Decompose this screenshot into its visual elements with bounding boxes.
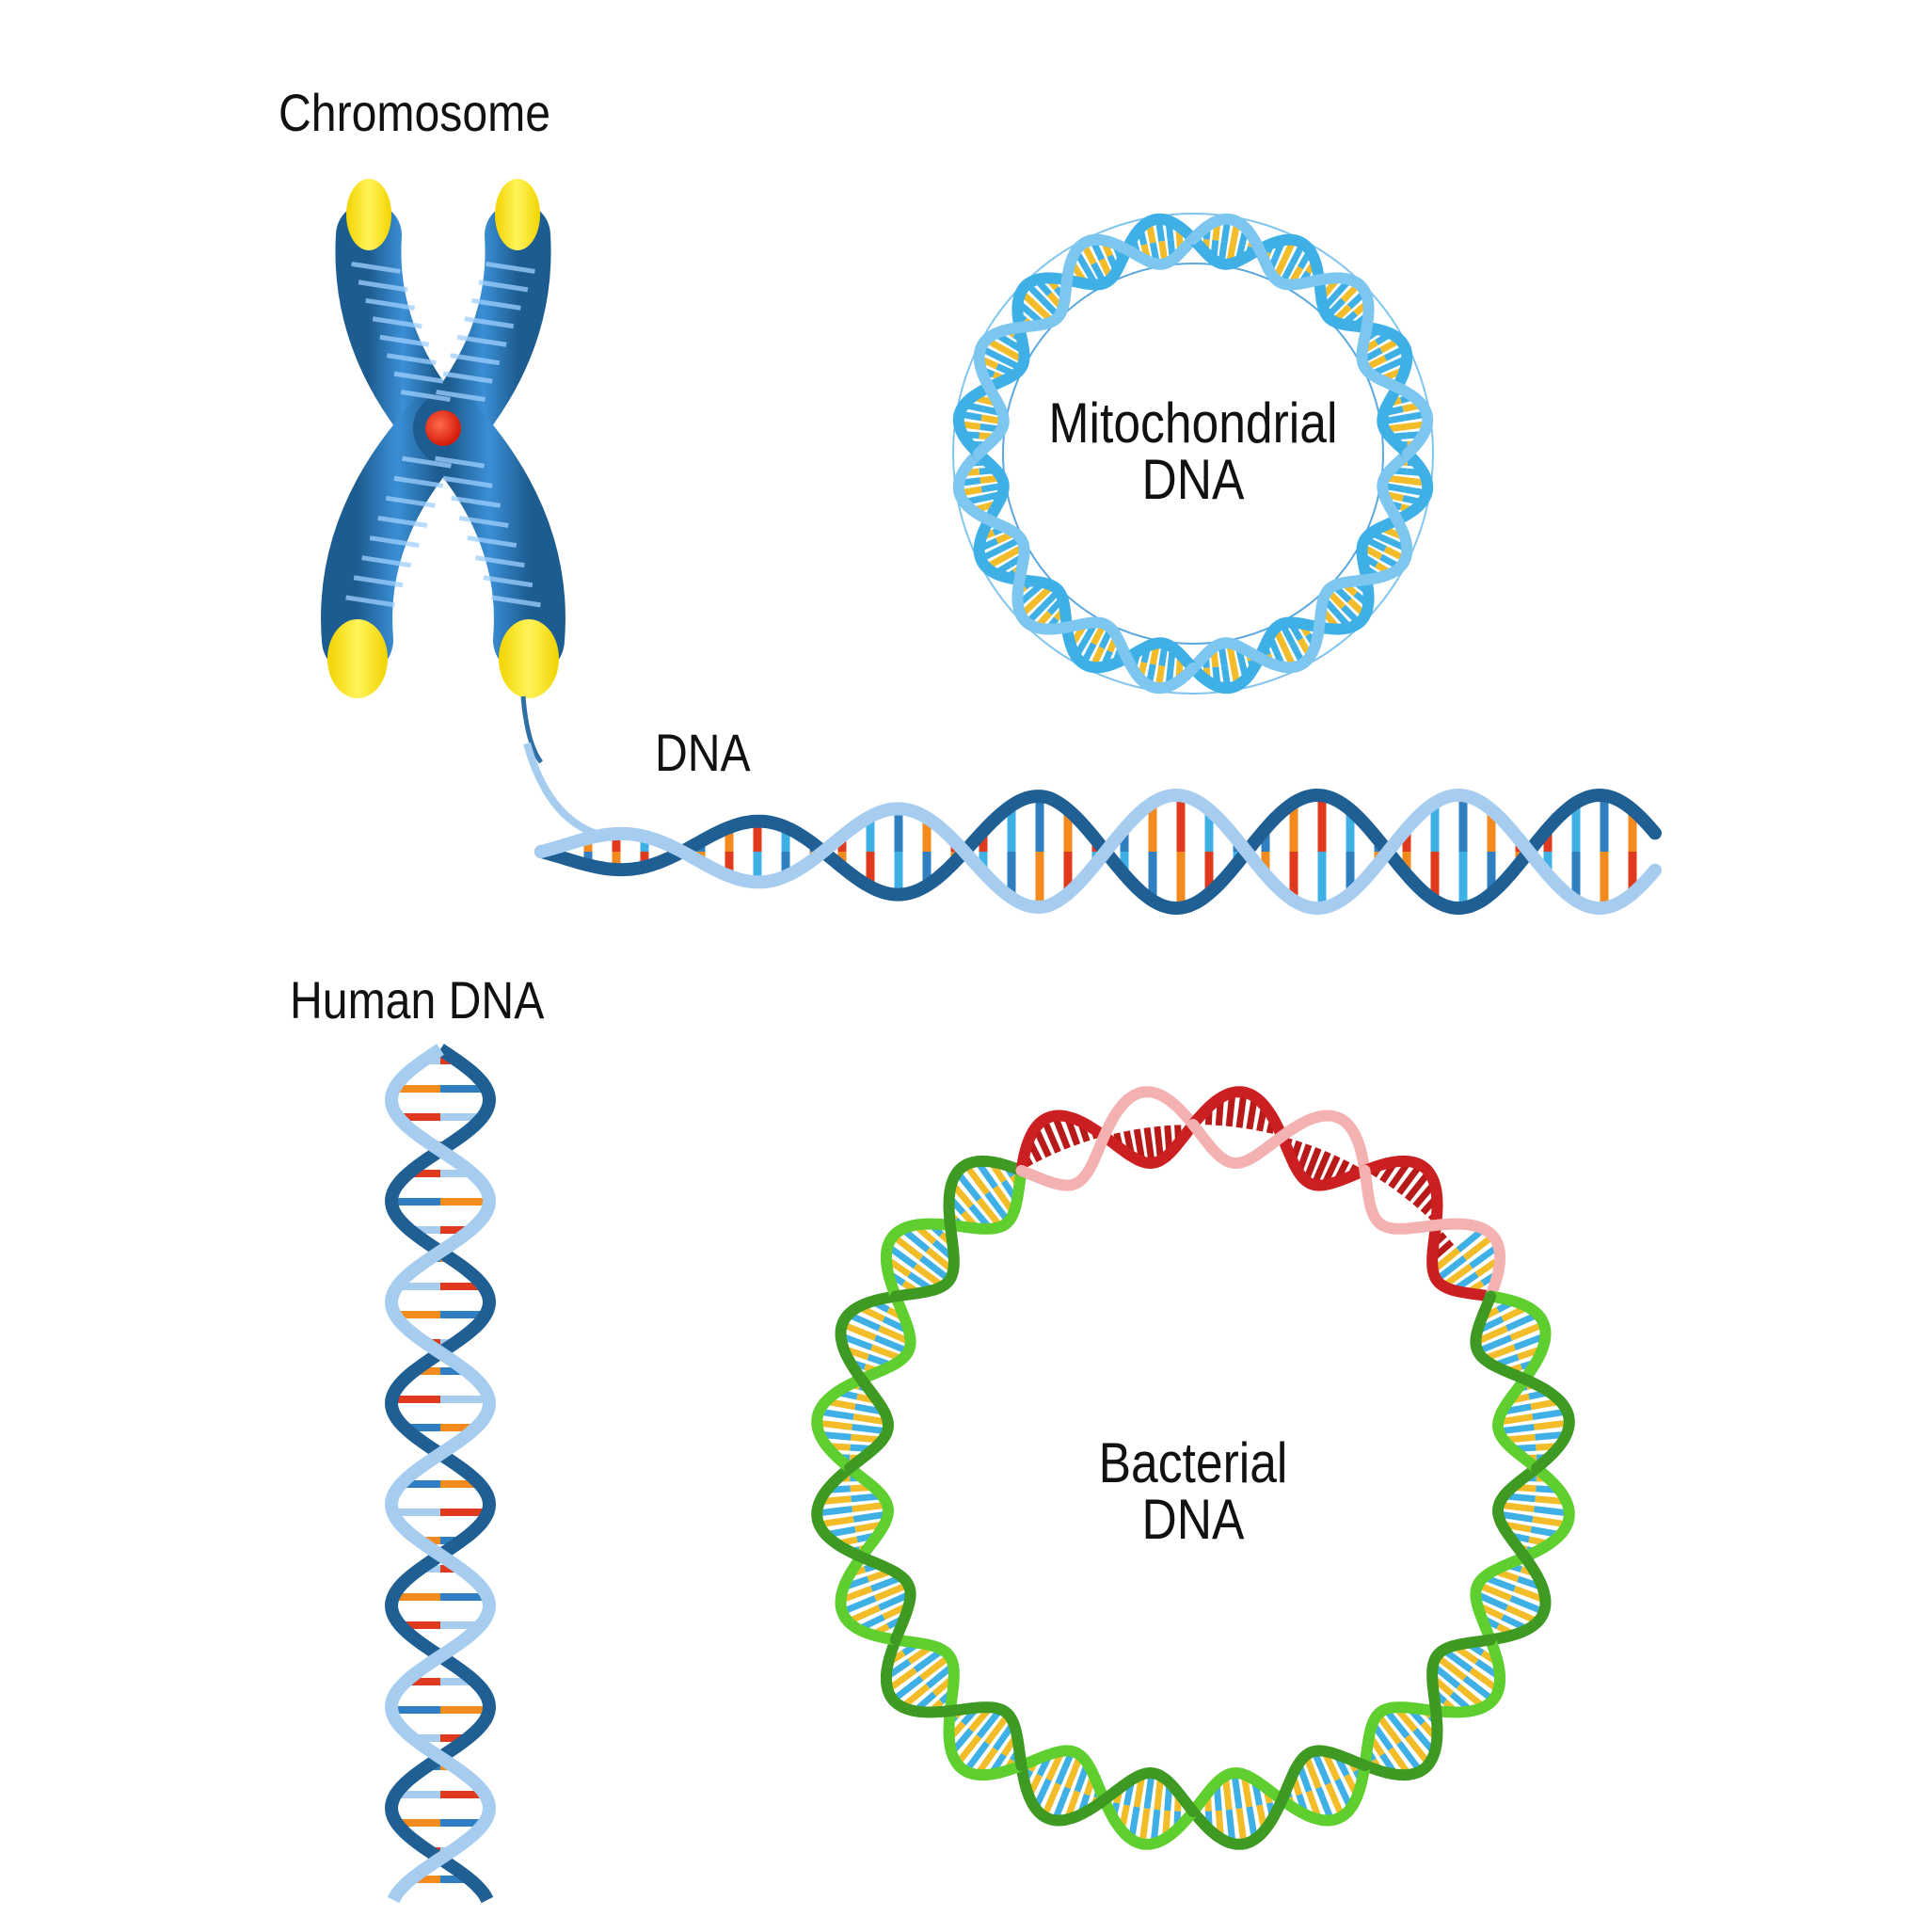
mitochondrial-label-line1: Mitochondrial: [1049, 395, 1338, 452]
telomere-cap-upper-left: [346, 179, 391, 250]
mitochondrial-dna-label: Mitochondrial DNA: [1049, 395, 1338, 508]
human-dna-label: Human DNA: [290, 974, 544, 1027]
centromere: [425, 410, 461, 446]
human-dna-helix: [391, 1049, 489, 1900]
bacterial-label-line1: Bacterial: [1099, 1435, 1288, 1492]
dna-label: DNA: [655, 726, 751, 779]
mitochondrial-label-line2: DNA: [1049, 452, 1338, 508]
chromosome-figure: [327, 179, 559, 698]
telomere-cap-lower-right: [499, 619, 559, 698]
bacterial-label-line2: DNA: [1099, 1492, 1288, 1548]
telomere-cap-upper-right: [495, 179, 540, 250]
chromosome-label: Chromosome: [279, 87, 550, 139]
chromosome-arm-lower-right: [449, 428, 530, 640]
telomere-cap-lower-left: [327, 619, 388, 698]
bacterial-dna-label: Bacterial DNA: [1099, 1435, 1288, 1548]
